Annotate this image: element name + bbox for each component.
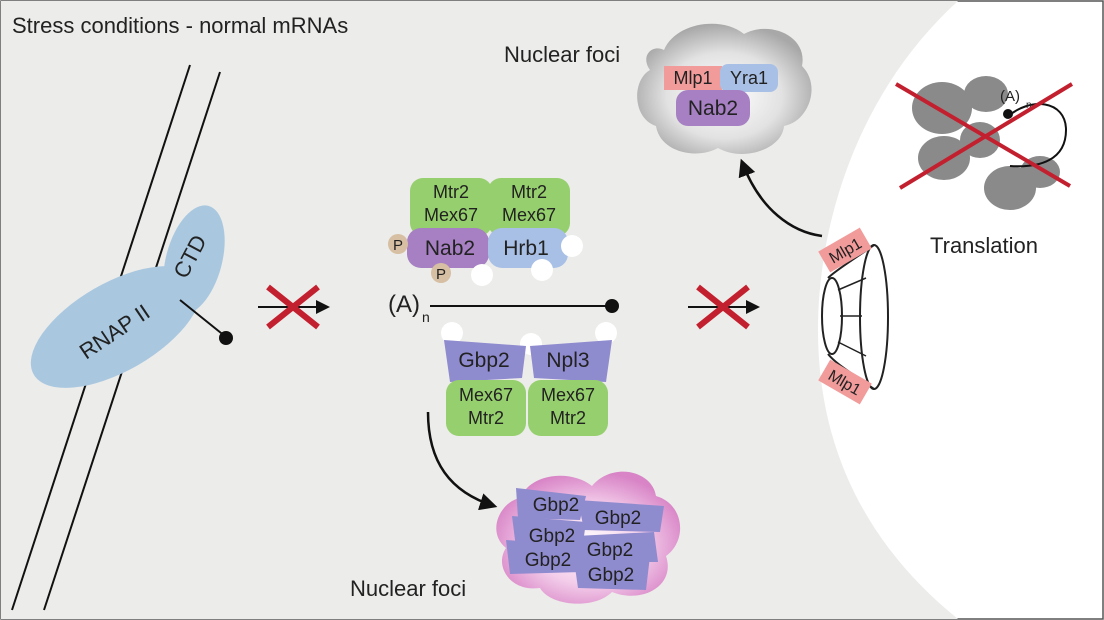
cap-beads-top xyxy=(471,235,583,286)
npl3-label: Npl3 xyxy=(546,349,589,372)
gbp2-label: Gbp2 xyxy=(525,550,571,571)
arrow-to-gbp2-foci xyxy=(426,411,498,511)
mtr2-label: Mtr2 xyxy=(433,182,469,202)
nuclear-foci-mlp1: Mlp1 Yra1 Nab2 xyxy=(637,23,812,154)
phospho-group-1: P xyxy=(388,234,408,254)
phospho-group-2: P xyxy=(431,263,451,283)
nucleus-region xyxy=(1,1,958,619)
hrb1-protein: Hrb1 xyxy=(488,228,568,268)
mex67-mtr2-bottom-left: Mex67 Mtr2 xyxy=(446,380,526,436)
gbp2-label: Gbp2 xyxy=(533,495,579,516)
nab2-label: Nab2 xyxy=(688,97,738,120)
polya-small-label: (A) xyxy=(1000,88,1020,105)
phospho-label: P xyxy=(393,237,403,254)
mlp1-label: Mlp1 xyxy=(673,68,712,88)
hrb1-label: Hrb1 xyxy=(503,237,549,260)
translation-label: Translation xyxy=(930,233,1038,258)
rnap-ii: RNAP II CTD xyxy=(30,205,225,388)
mtr2-label: Mtr2 xyxy=(550,408,586,428)
mtr2-label: Mtr2 xyxy=(468,408,504,428)
mex67-mtr2-top-right: Mtr2 Mex67 xyxy=(488,178,570,236)
mex67-mtr2-top-left: Mtr2 Mex67 xyxy=(410,178,492,236)
gbp2-label: Gbp2 xyxy=(587,540,633,561)
gbp2-protein: Gbp2 xyxy=(444,340,526,382)
mex67-label: Mex67 xyxy=(541,385,595,405)
nab2-protein: Nab2 xyxy=(407,228,489,268)
gbp2-label: Gbp2 xyxy=(588,565,634,586)
blocked-arrow-transcription xyxy=(258,284,330,330)
gbp2-label: Gbp2 xyxy=(595,508,641,529)
polya-subscript: n xyxy=(422,309,430,325)
nuclear-foci-label-top: Nuclear foci xyxy=(504,42,620,67)
nuclear-pore-complex: Mlp1 Mlp1 xyxy=(818,227,889,405)
polysome-translation: (A) n xyxy=(894,76,1074,210)
nab2-label: Nab2 xyxy=(425,237,475,260)
mex67-label: Mex67 xyxy=(502,205,556,225)
blocked-arrow-export xyxy=(688,284,760,330)
gbp2-label: Gbp2 xyxy=(458,349,509,372)
nuclear-foci-label-bottom: Nuclear foci xyxy=(350,576,466,601)
figure-title: Stress conditions - normal mRNAs xyxy=(12,13,348,38)
mtr2-label: Mtr2 xyxy=(511,182,547,202)
polya-small-subscript: n xyxy=(1026,100,1032,111)
nuclear-foci-gbp2: Gbp2 Gbp2 Gbp2 Gbp2 Gbp2 Gbp2 xyxy=(496,471,681,604)
gbp2-label: Gbp2 xyxy=(529,526,575,547)
mex67-label: Mex67 xyxy=(459,385,513,405)
mrna-5prime-dot xyxy=(605,299,619,313)
npl3-protein: Npl3 xyxy=(530,340,612,382)
phospho-label: P xyxy=(436,266,446,283)
mrna-cap-dot xyxy=(219,331,233,345)
mex67-label: Mex67 xyxy=(424,205,478,225)
arrow-to-mlp1-foci xyxy=(738,158,823,238)
mex67-mtr2-bottom-right: Mex67 Mtr2 xyxy=(528,380,608,436)
nascent-mrna xyxy=(179,299,227,338)
yra1-label: Yra1 xyxy=(730,68,768,88)
polya-label: (A) xyxy=(388,291,420,318)
